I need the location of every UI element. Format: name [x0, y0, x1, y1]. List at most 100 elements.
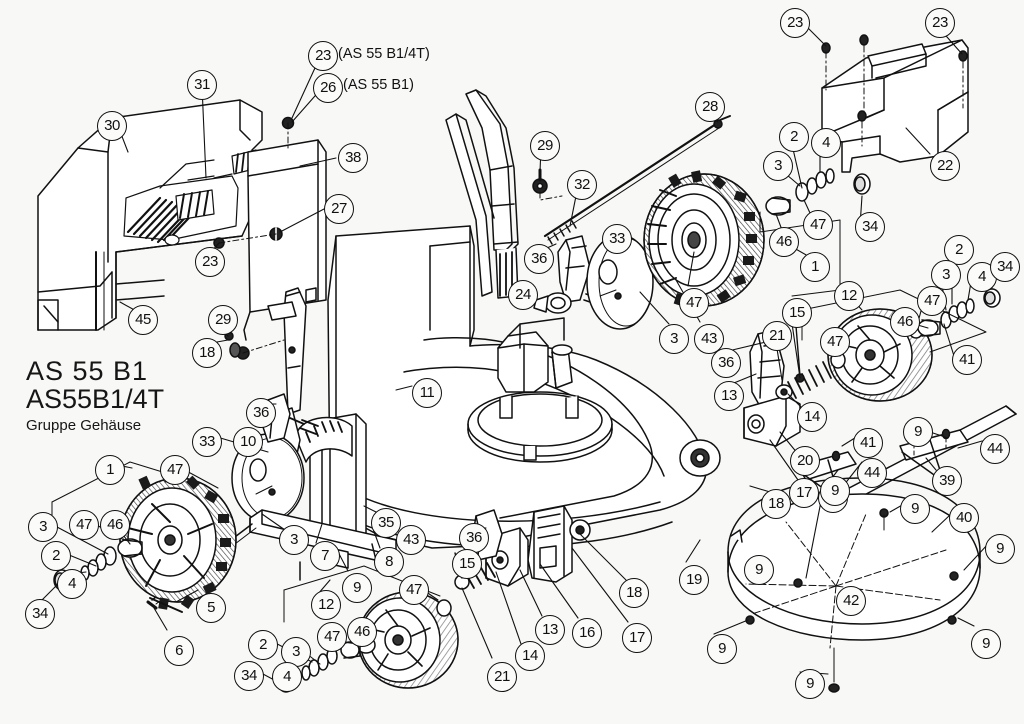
callout-29[interactable]: 29 — [530, 131, 560, 161]
callout-3[interactable]: 3 — [931, 260, 961, 290]
callout-47[interactable]: 47 — [917, 286, 947, 316]
callout-32[interactable]: 32 — [567, 170, 597, 200]
callout-2[interactable]: 2 — [779, 122, 809, 152]
callout-35[interactable]: 35 — [371, 508, 401, 538]
callout-33[interactable]: 33 — [192, 427, 222, 457]
callout-9[interactable]: 9 — [744, 555, 774, 585]
callout-33[interactable]: 33 — [602, 224, 632, 254]
callout-47[interactable]: 47 — [317, 622, 347, 652]
callout-8[interactable]: 8 — [374, 547, 404, 577]
callout-11[interactable]: 11 — [412, 378, 442, 408]
callout-34[interactable]: 34 — [234, 661, 264, 691]
callout-21[interactable]: 21 — [487, 662, 517, 692]
part-mower-deck-housing — [327, 225, 721, 549]
callout-47[interactable]: 47 — [820, 327, 850, 357]
callout-46[interactable]: 46 — [890, 307, 920, 337]
callout-14[interactable]: 14 — [515, 641, 545, 671]
callout-3[interactable]: 3 — [659, 324, 689, 354]
callout-14[interactable]: 14 — [797, 402, 827, 432]
callout-23[interactable]: 23 — [308, 41, 338, 71]
callout-6[interactable]: 6 — [164, 636, 194, 666]
callout-15[interactable]: 15 — [452, 549, 482, 579]
callout-47[interactable]: 47 — [803, 210, 833, 240]
callout-9[interactable]: 9 — [795, 669, 825, 699]
callout-39[interactable]: 39 — [932, 466, 962, 496]
note-23-variant: (AS 55 B1/4T) — [338, 46, 430, 62]
callout-45[interactable]: 45 — [128, 305, 158, 335]
callout-21[interactable]: 21 — [762, 321, 792, 351]
callout-36[interactable]: 36 — [459, 523, 489, 553]
callout-4[interactable]: 4 — [57, 569, 87, 599]
callout-20[interactable]: 20 — [790, 446, 820, 476]
callout-47[interactable]: 47 — [399, 575, 429, 605]
callout-43[interactable]: 43 — [396, 525, 426, 555]
callout-47[interactable]: 47 — [679, 288, 709, 318]
callout-15[interactable]: 15 — [782, 298, 812, 328]
callout-18[interactable]: 18 — [761, 489, 791, 519]
callout-23[interactable]: 23 — [780, 8, 810, 38]
callout-41[interactable]: 41 — [853, 428, 883, 458]
callout-47[interactable]: 47 — [160, 455, 190, 485]
callout-7[interactable]: 7 — [310, 541, 340, 571]
callout-36[interactable]: 36 — [246, 398, 276, 428]
callout-4[interactable]: 4 — [811, 128, 841, 158]
callout-26[interactable]: 26 — [313, 73, 343, 103]
assembly-group-label: Gruppe Gehäuse — [26, 417, 142, 435]
callout-34[interactable]: 34 — [990, 252, 1020, 282]
callout-9[interactable]: 9 — [342, 573, 372, 603]
part-side-panel-38 — [213, 116, 327, 341]
callout-24[interactable]: 24 — [508, 280, 538, 310]
callout-23[interactable]: 23 — [925, 8, 955, 38]
callout-9[interactable]: 9 — [900, 494, 930, 524]
callout-18[interactable]: 18 — [619, 578, 649, 608]
callout-13[interactable]: 13 — [535, 615, 565, 645]
callout-22[interactable]: 22 — [930, 151, 960, 181]
callout-31[interactable]: 31 — [187, 70, 217, 100]
callout-47[interactable]: 47 — [69, 510, 99, 540]
part-pulley-33 — [586, 234, 654, 330]
callout-9[interactable]: 9 — [903, 417, 933, 447]
callout-44[interactable]: 44 — [857, 458, 887, 488]
model-title-line1: AS 55 B1 — [26, 356, 149, 386]
callout-4[interactable]: 4 — [272, 662, 302, 692]
callout-9[interactable]: 9 — [971, 629, 1001, 659]
callout-3[interactable]: 3 — [279, 525, 309, 555]
callout-9[interactable]: 9 — [985, 534, 1015, 564]
callout-17[interactable]: 17 — [622, 623, 652, 653]
callout-19[interactable]: 19 — [679, 565, 709, 595]
callout-23[interactable]: 23 — [195, 247, 225, 277]
callout-29[interactable]: 29 — [208, 305, 238, 335]
callout-13[interactable]: 13 — [714, 381, 744, 411]
callout-16[interactable]: 16 — [572, 618, 602, 648]
callout-2[interactable]: 2 — [41, 541, 71, 571]
callout-12[interactable]: 12 — [834, 281, 864, 311]
callout-1[interactable]: 1 — [800, 252, 830, 282]
callout-28[interactable]: 28 — [695, 92, 725, 122]
callout-3[interactable]: 3 — [763, 151, 793, 181]
callout-42[interactable]: 42 — [836, 586, 866, 616]
callout-10[interactable]: 10 — [233, 427, 263, 457]
callout-36[interactable]: 36 — [524, 244, 554, 274]
callout-1[interactable]: 1 — [95, 455, 125, 485]
callout-36[interactable]: 36 — [711, 348, 741, 378]
callout-2[interactable]: 2 — [248, 630, 278, 660]
callout-9[interactable]: 9 — [820, 476, 850, 506]
callout-46[interactable]: 46 — [347, 617, 377, 647]
callout-34[interactable]: 34 — [855, 212, 885, 242]
callout-46[interactable]: 46 — [769, 227, 799, 257]
callout-41[interactable]: 41 — [952, 345, 982, 375]
callout-30[interactable]: 30 — [97, 111, 127, 141]
callout-9[interactable]: 9 — [707, 634, 737, 664]
callout-3[interactable]: 3 — [28, 512, 58, 542]
callout-5[interactable]: 5 — [196, 593, 226, 623]
callout-27[interactable]: 27 — [324, 194, 354, 224]
callout-46[interactable]: 46 — [100, 510, 130, 540]
callout-12[interactable]: 12 — [311, 590, 341, 620]
callout-17[interactable]: 17 — [789, 478, 819, 508]
callout-40[interactable]: 40 — [949, 503, 979, 533]
callout-34[interactable]: 34 — [25, 599, 55, 629]
title-block: AS 55 B1 AS55B1/4T Gruppe Gehäuse — [26, 356, 256, 436]
callout-18[interactable]: 18 — [192, 338, 222, 368]
callout-38[interactable]: 38 — [338, 143, 368, 173]
callout-44[interactable]: 44 — [980, 434, 1010, 464]
